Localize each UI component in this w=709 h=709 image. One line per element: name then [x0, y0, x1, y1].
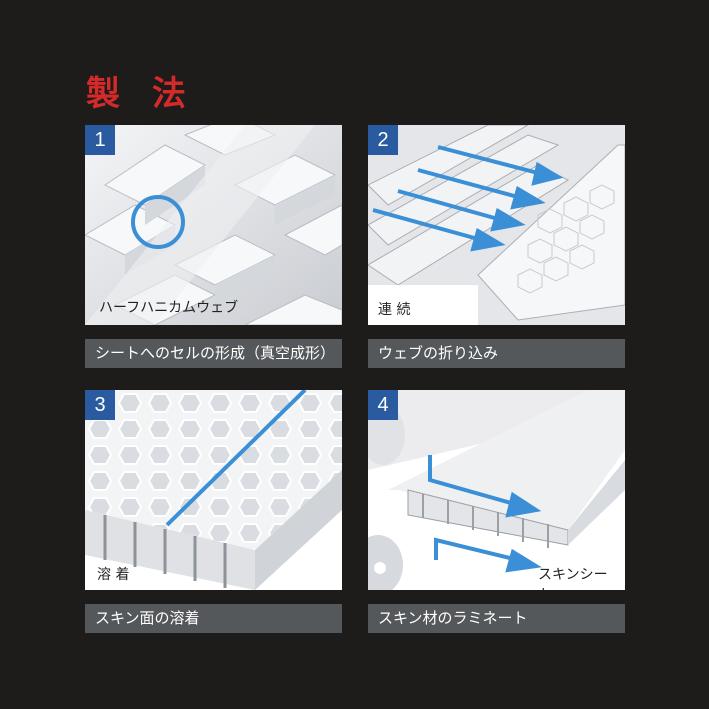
step-number-badge: 3 — [85, 390, 115, 420]
web-folding-image — [368, 125, 625, 325]
step-number-badge: 4 — [368, 390, 398, 420]
step-1-caption: シートへのセルの形成（真空成形） — [85, 339, 342, 368]
flow-arrows-icon — [372, 145, 564, 252]
half-honeycomb-web-image — [85, 125, 342, 325]
lamination-arrows-icon — [428, 455, 542, 573]
image-label: スキンシート — [538, 567, 608, 590]
skin-lamination-image — [368, 390, 625, 590]
weld-line-icon — [165, 390, 307, 527]
step-number-badge: 2 — [368, 125, 398, 155]
image-label: ハーフハニカムウェブ — [99, 300, 239, 316]
page-title: 製 法 — [86, 74, 196, 114]
step-1-illustration: 1 ハーフハニカムウェブ — [85, 125, 342, 325]
skin-welding-image — [85, 390, 342, 590]
step-3-illustration: 3 溶 着 — [85, 390, 342, 590]
highlight-circle-icon — [131, 195, 185, 249]
image-label: 連 続 — [378, 302, 411, 318]
image-label: 溶 着 — [97, 567, 130, 583]
step-4-caption: スキン材のラミネート — [368, 604, 625, 633]
step-2-illustration: 2 連 続 — [368, 125, 625, 325]
step-3-caption: スキン面の溶着 — [85, 604, 342, 633]
step-number-badge: 1 — [85, 125, 115, 155]
step-4-illustration: 4 スキンシート — [368, 390, 625, 590]
step-2-caption: ウェブの折り込み — [368, 339, 625, 368]
